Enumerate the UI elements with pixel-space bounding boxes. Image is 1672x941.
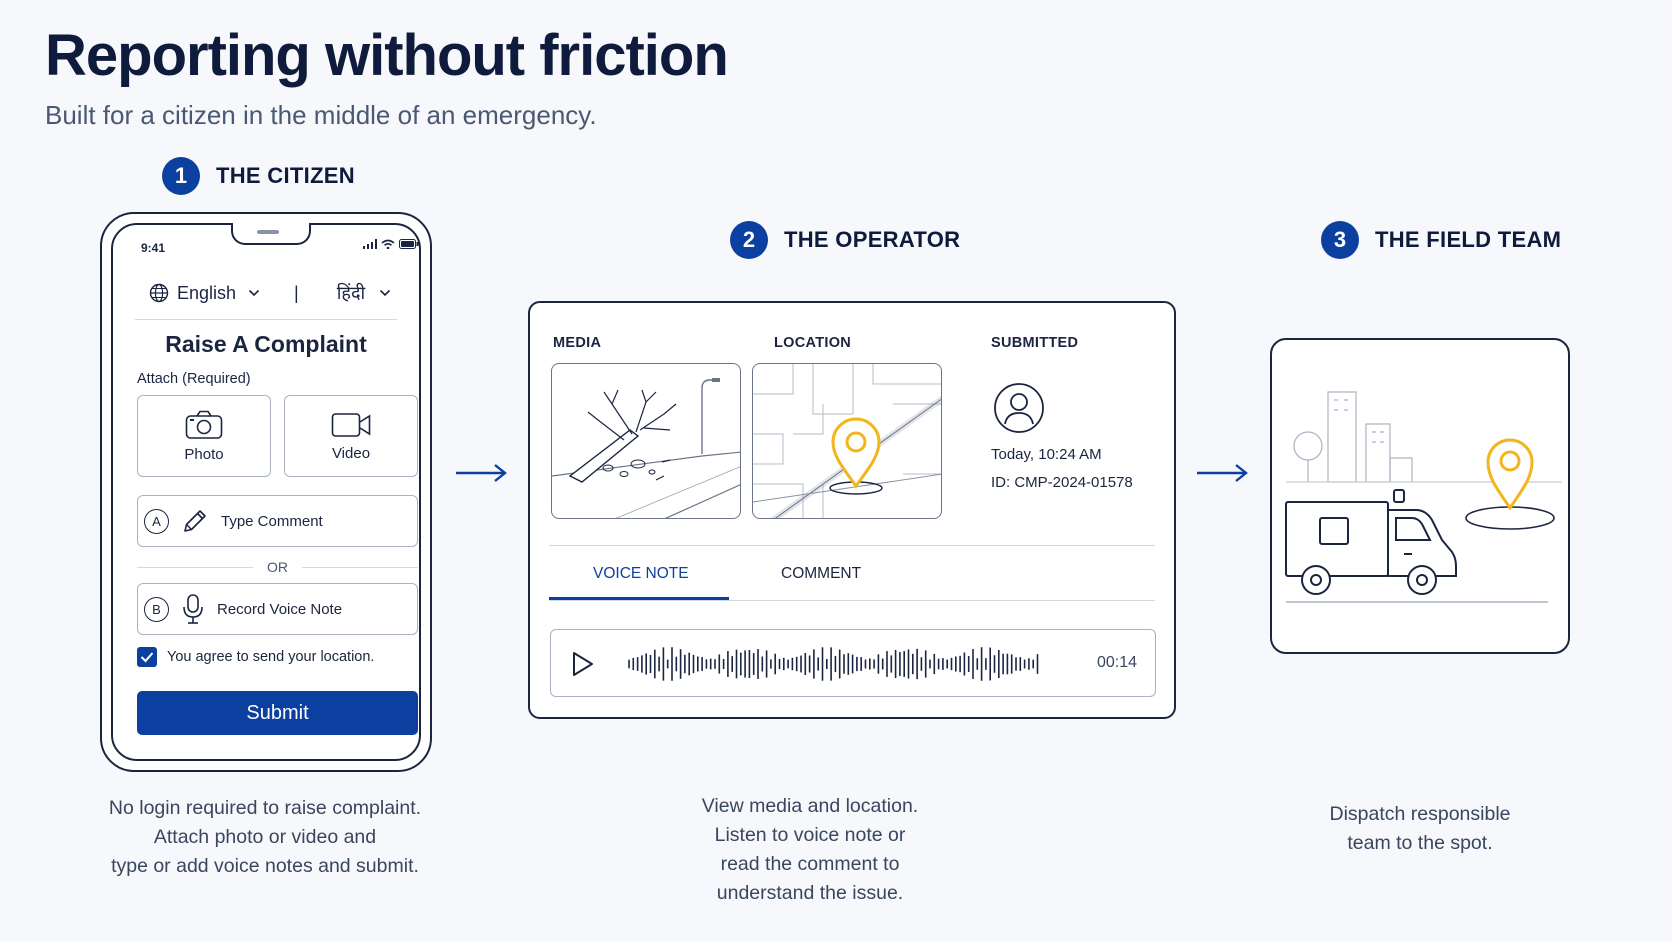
media-thumbnail[interactable] bbox=[551, 363, 741, 519]
description-line: type or add voice notes and submit. bbox=[111, 855, 419, 877]
camera-icon bbox=[185, 410, 223, 439]
wifi-icon bbox=[381, 239, 395, 249]
phone-notch bbox=[231, 223, 311, 245]
signal-icon bbox=[363, 239, 377, 249]
description-line: Dispatch responsible bbox=[1329, 803, 1511, 825]
operator-description: View media and location. Listen to voice… bbox=[640, 792, 980, 908]
attach-video-button[interactable]: Video bbox=[284, 395, 418, 477]
submit-button[interactable]: Submit bbox=[137, 691, 418, 735]
type-comment-label: Type Comment bbox=[221, 512, 323, 530]
map-illustration bbox=[753, 364, 941, 518]
truck-icon bbox=[1285, 489, 1457, 595]
pencil-icon bbox=[184, 510, 206, 532]
option-a-badge: A bbox=[144, 508, 169, 534]
step-number-badge: 2 bbox=[730, 221, 768, 259]
step-field-team-heading: 3 THE FIELD TEAM bbox=[1321, 221, 1561, 259]
step-number-badge: 3 bbox=[1321, 221, 1359, 259]
play-icon[interactable] bbox=[571, 651, 595, 677]
arrow-right-icon bbox=[1197, 464, 1248, 482]
submitted-time: Today, 10:24 AM bbox=[991, 446, 1102, 463]
language-switcher: English | हिंदी bbox=[149, 281, 391, 305]
chevron-down-icon bbox=[248, 289, 260, 297]
tab-comment[interactable]: COMMENT bbox=[781, 565, 862, 582]
location-column-label: LOCATION bbox=[774, 335, 852, 351]
tabs-top-border bbox=[549, 545, 1155, 546]
complaint-form-title: Raise A Complaint bbox=[165, 331, 367, 357]
language-select-english[interactable]: English bbox=[149, 283, 260, 304]
description-line: No login required to raise complaint. bbox=[108, 797, 422, 819]
photo-label: Photo bbox=[184, 445, 224, 463]
attach-label: Attach (Required) bbox=[137, 371, 251, 387]
page-subtitle: Built for a citizen in the middle of an … bbox=[45, 100, 597, 130]
location-consent-label: You agree to send your location. bbox=[167, 649, 375, 665]
user-icon bbox=[994, 383, 1044, 433]
step-label: THE OPERATOR bbox=[784, 227, 961, 252]
video-camera-icon bbox=[331, 412, 371, 437]
arrow-right-icon bbox=[456, 464, 507, 482]
or-label: OR bbox=[267, 559, 288, 575]
tabs-bottom-border bbox=[549, 600, 1155, 601]
or-divider: OR bbox=[137, 559, 418, 575]
globe-icon bbox=[149, 283, 169, 303]
description-line: View media and location. bbox=[701, 795, 919, 817]
phone-screen: 9:41 English | हिंदी Raise A Complaint A… bbox=[111, 223, 421, 761]
complaint-id: ID: CMP-2024-01578 bbox=[991, 474, 1133, 491]
language-select-hindi[interactable]: हिंदी bbox=[337, 281, 391, 305]
voice-note-duration: 00:14 bbox=[1096, 654, 1137, 671]
description-line: Attach photo or video and bbox=[153, 826, 377, 848]
description-line: team to the spot. bbox=[1347, 832, 1493, 854]
status-time: 9:41 bbox=[141, 241, 166, 255]
check-icon bbox=[140, 652, 154, 663]
chevron-down-icon bbox=[380, 289, 391, 297]
step-number-badge: 1 bbox=[162, 157, 200, 195]
video-label: Video bbox=[331, 444, 371, 462]
active-tab-indicator bbox=[549, 597, 729, 600]
page-title: Reporting without friction bbox=[45, 23, 729, 88]
field-team-description: Dispatch responsible team to the spot. bbox=[1250, 800, 1590, 858]
tab-voice-note[interactable]: VOICE NOTE bbox=[593, 565, 689, 582]
map-pin-icon bbox=[831, 417, 881, 489]
citizen-description: No login required to raise complaint. At… bbox=[60, 794, 470, 881]
location-map-thumbnail[interactable] bbox=[752, 363, 942, 519]
language-separator: | bbox=[294, 282, 299, 303]
description-line: read the comment to bbox=[720, 853, 900, 875]
option-b-badge: B bbox=[144, 596, 169, 622]
step-citizen-heading: 1 THE CITIZEN bbox=[162, 157, 355, 195]
battery-icon bbox=[399, 239, 419, 249]
location-consent: You agree to send your location. bbox=[137, 647, 374, 667]
step-label: THE CITIZEN bbox=[216, 163, 355, 188]
record-voice-label: Record Voice Note bbox=[217, 600, 343, 618]
description-line: Listen to voice note or bbox=[714, 824, 906, 846]
type-comment-option[interactable]: A Type Comment bbox=[137, 495, 418, 547]
map-pin-icon bbox=[1486, 438, 1534, 511]
media-column-label: MEDIA bbox=[553, 335, 602, 351]
fallen-tree-illustration bbox=[552, 378, 740, 518]
record-voice-option[interactable]: B Record Voice Note bbox=[137, 583, 418, 635]
dispatch-illustration bbox=[1285, 391, 1562, 603]
citizen-phone-mockup: 9:41 English | हिंदी Raise A Complaint A… bbox=[100, 212, 432, 772]
microphone-icon bbox=[183, 594, 203, 624]
location-consent-checkbox[interactable] bbox=[137, 647, 157, 667]
description-line: understand the issue. bbox=[716, 882, 904, 904]
field-team-card bbox=[1270, 338, 1570, 654]
phone-divider bbox=[135, 319, 397, 320]
step-label: THE FIELD TEAM bbox=[1375, 227, 1562, 252]
step-operator-heading: 2 THE OPERATOR bbox=[730, 221, 960, 259]
language-hindi-label: हिंदी bbox=[336, 283, 366, 303]
submission-details: Today, 10:24 AM ID: CMP-2024-01578 bbox=[991, 441, 1133, 497]
language-english-label: English bbox=[177, 282, 237, 303]
attach-photo-button[interactable]: Photo bbox=[137, 395, 271, 477]
status-icons bbox=[363, 239, 419, 249]
submitted-column-label: SUBMITTED bbox=[991, 335, 1079, 351]
audio-waveform[interactable] bbox=[627, 644, 1047, 684]
operator-dashboard-card: MEDIA LOCATION SUBMITTED bbox=[528, 301, 1176, 719]
voice-note-player: 00:14 bbox=[550, 629, 1156, 697]
